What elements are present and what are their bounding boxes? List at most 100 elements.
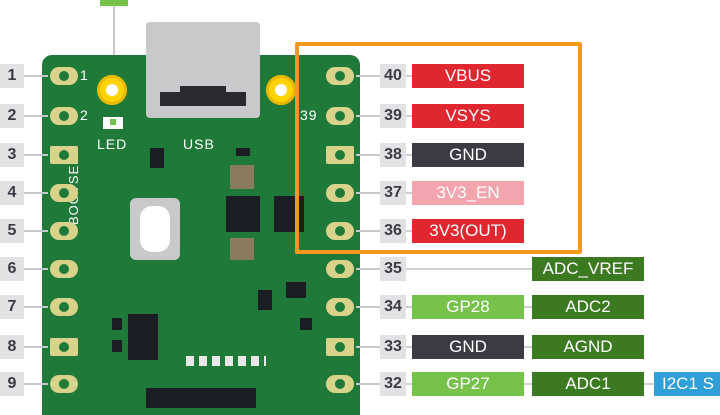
usb-silk-label: USB (183, 136, 215, 152)
inductor (274, 196, 304, 232)
left-pin-connector (24, 154, 48, 156)
left-pin-number: 5 (0, 219, 24, 243)
right-pad (326, 298, 354, 316)
led-marker (100, 0, 128, 6)
right-pin-connector (356, 75, 380, 77)
usb-port-opening (160, 92, 246, 106)
pin-label-vsys: VSYS (412, 104, 524, 128)
mount-hole-top-left (97, 75, 127, 105)
power-pins-highlight (295, 42, 582, 254)
left-pad (50, 146, 78, 164)
right-pin-number: 34 (380, 295, 406, 319)
led-silk-label: LED (97, 136, 128, 152)
right-pin-number: 39 (380, 104, 406, 128)
left-pad (50, 222, 78, 240)
regulator-chip (226, 196, 260, 232)
right-pad (326, 184, 354, 202)
left-pin-number: 9 (0, 372, 24, 396)
right-pad (326, 260, 354, 278)
component (236, 148, 250, 156)
right-pin-connector (356, 306, 380, 308)
capacitor (230, 165, 254, 189)
component (296, 282, 306, 298)
left-pin-connector (24, 192, 48, 194)
label-connector (406, 75, 414, 77)
left-pin-connector (24, 230, 48, 232)
right-pin-number: 37 (380, 181, 406, 205)
left-pad (50, 298, 78, 316)
right-pad (326, 146, 354, 164)
label-connector (406, 268, 532, 270)
component (286, 282, 296, 298)
left-pin-connector (24, 268, 48, 270)
led-dot (110, 119, 116, 125)
pad2-silk-label: 2 (80, 107, 89, 123)
pin-label-adc2: ADC2 (532, 295, 644, 319)
pin-label-adc1: ADC1 (532, 372, 644, 396)
pin-label-gp28: GP28 (412, 295, 524, 319)
right-pad (326, 67, 354, 85)
right-pin-number: 32 (380, 372, 406, 396)
left-pad (50, 184, 78, 202)
right-pin-number: 33 (380, 335, 406, 359)
component (300, 318, 312, 330)
right-pin-number: 40 (380, 64, 406, 88)
left-pin-number: 7 (0, 295, 24, 319)
right-pad (326, 107, 354, 125)
right-pin-connector (356, 268, 380, 270)
left-pad (50, 67, 78, 85)
pin-label-vbus: VBUS (412, 64, 524, 88)
right-pin-connector (356, 230, 380, 232)
label-connector (406, 346, 414, 348)
left-pad (50, 260, 78, 278)
label-connector (406, 192, 414, 194)
pad1-silk-label: 1 (80, 67, 89, 83)
pin-label-i2c1: I2C1 S (654, 372, 720, 396)
pad39-silk-label: 39 (300, 107, 318, 123)
left-pad (50, 338, 78, 356)
left-pin-connector (24, 306, 48, 308)
label-connector (406, 154, 414, 156)
left-pin-connector (24, 75, 48, 77)
right-pad (326, 375, 354, 393)
component (112, 340, 122, 352)
left-pin-connector (24, 383, 48, 385)
flash-chip (128, 314, 158, 360)
right-pad (326, 338, 354, 356)
label-connector (524, 383, 532, 385)
label-connector (644, 383, 654, 385)
left-pin-connector (24, 115, 48, 117)
component (150, 148, 164, 168)
capacitor (230, 238, 254, 260)
label-connector (406, 230, 414, 232)
component (112, 318, 122, 330)
pin-label-3v3-out: 3V3(OUT) (412, 219, 524, 243)
right-pin-number: 35 (380, 257, 406, 281)
right-pad (326, 222, 354, 240)
pin-label-gnd: GND (412, 143, 524, 167)
bootsel-button-cap (140, 206, 170, 252)
left-pin-number: 8 (0, 335, 24, 359)
pin-label-adc-vref: ADC_VREF (532, 257, 644, 281)
right-pin-number: 36 (380, 219, 406, 243)
right-pin-connector (356, 115, 380, 117)
label-connector (406, 383, 414, 385)
left-pin-number: 2 (0, 104, 24, 128)
mount-hole-top-right (266, 75, 296, 105)
left-pad (50, 375, 78, 393)
left-pin-number: 1 (0, 64, 24, 88)
pin-label-agnd: AGND (532, 335, 644, 359)
label-connector (524, 346, 532, 348)
usb-port-tab (180, 86, 226, 94)
label-connector (406, 115, 414, 117)
label-connector (406, 306, 414, 308)
right-pin-connector (356, 192, 380, 194)
right-pin-connector (356, 383, 380, 385)
resistor-array (186, 356, 266, 366)
pin-label-gp27: GP27 (412, 372, 524, 396)
left-pin-connector (24, 346, 48, 348)
right-pin-connector (356, 154, 380, 156)
right-pin-number: 38 (380, 143, 406, 167)
rp2040-chip (146, 388, 256, 408)
right-pin-connector (356, 346, 380, 348)
